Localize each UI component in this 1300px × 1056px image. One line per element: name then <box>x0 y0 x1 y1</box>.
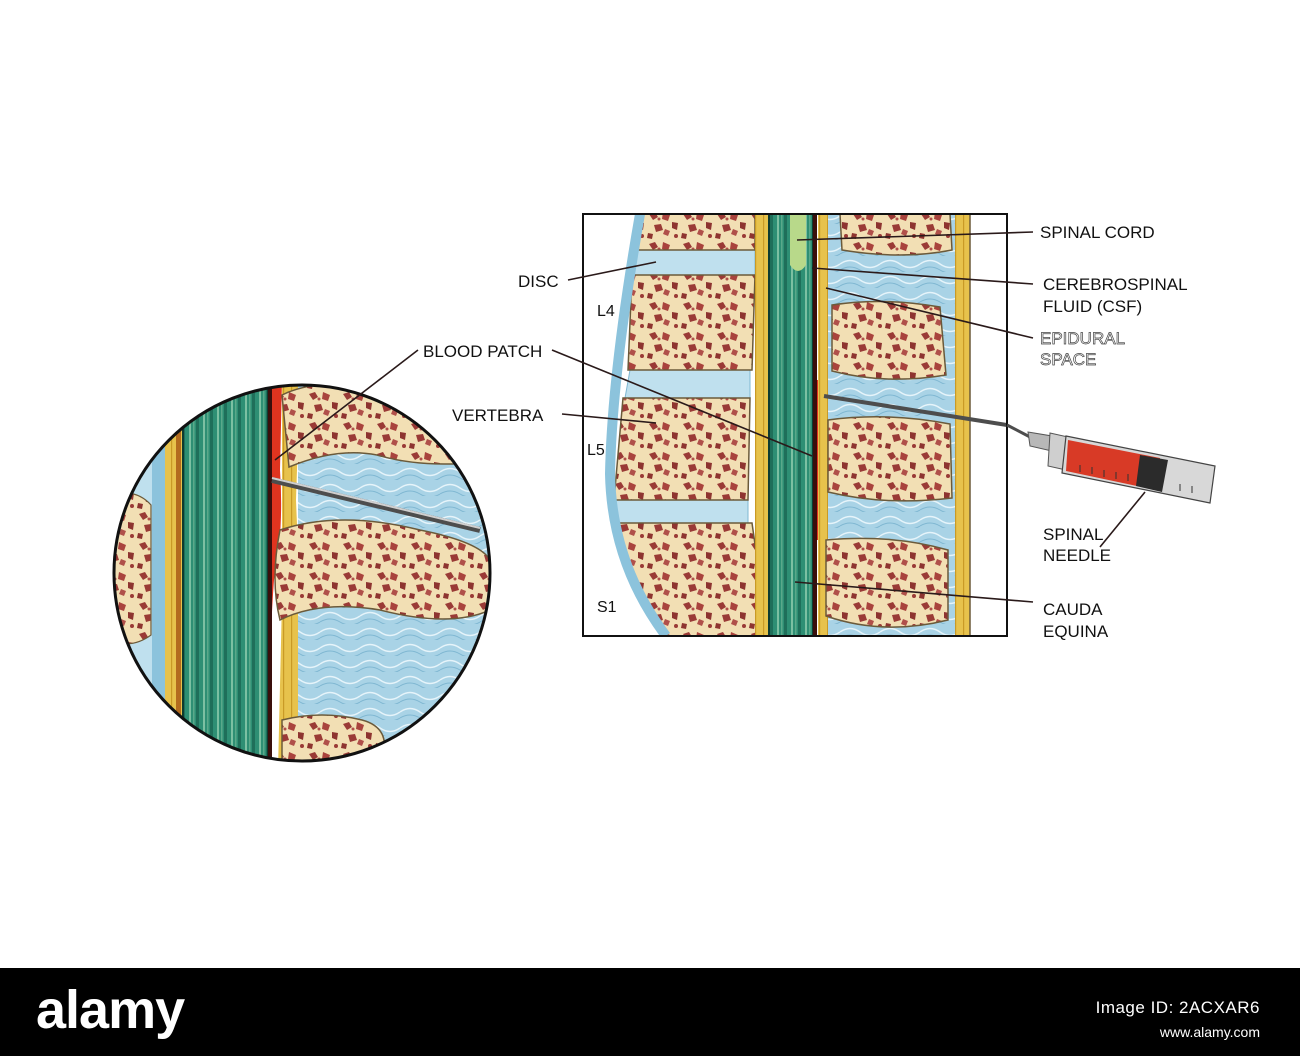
alamy-logo-text: alamy <box>36 980 185 1040</box>
spinal-cord-label: SPINAL CORD <box>1040 223 1155 242</box>
epidural-label-line1: EPIDURAL <box>1040 329 1125 348</box>
s1-label: S1 <box>597 599 617 616</box>
cauda-equina-label-line2: EQUINA <box>1043 622 1109 641</box>
l4-label: L4 <box>597 303 615 320</box>
alamy-logo: alamy <box>36 980 186 1040</box>
spinal-needle-label-line2: NEEDLE <box>1043 546 1111 565</box>
csf-label-line2: FLUID (CSF) <box>1043 297 1142 316</box>
leader-lines <box>274 231 1146 603</box>
image-id: Image ID: 2ACXAR6 <box>1095 998 1260 1017</box>
cauda-equina-label-line1: CAUDA <box>1043 600 1103 619</box>
blood-patch-label: BLOOD PATCH <box>423 342 542 361</box>
spine-section-view <box>583 214 1007 636</box>
epidural-label-line2: SPACE <box>1040 350 1096 369</box>
magnified-view <box>114 385 490 761</box>
disc-label: DISC <box>518 272 559 291</box>
syringe <box>1006 423 1216 504</box>
l5-label: L5 <box>587 442 605 459</box>
web-address: www.alamy.com <box>1159 1024 1260 1040</box>
spinal-needle-label-line1: SPINAL <box>1043 525 1103 544</box>
vertebra-label: VERTEBRA <box>452 406 544 425</box>
footer-bar: alamy Image ID: 2ACXAR6 www.alamy.com <box>0 968 1300 1056</box>
csf-label-line1: CEREBROSPINAL <box>1043 275 1188 294</box>
blood-patch-diagram: SPINAL CORD CEREBROSPINAL FLUID (CSF) EP… <box>112 213 1216 763</box>
